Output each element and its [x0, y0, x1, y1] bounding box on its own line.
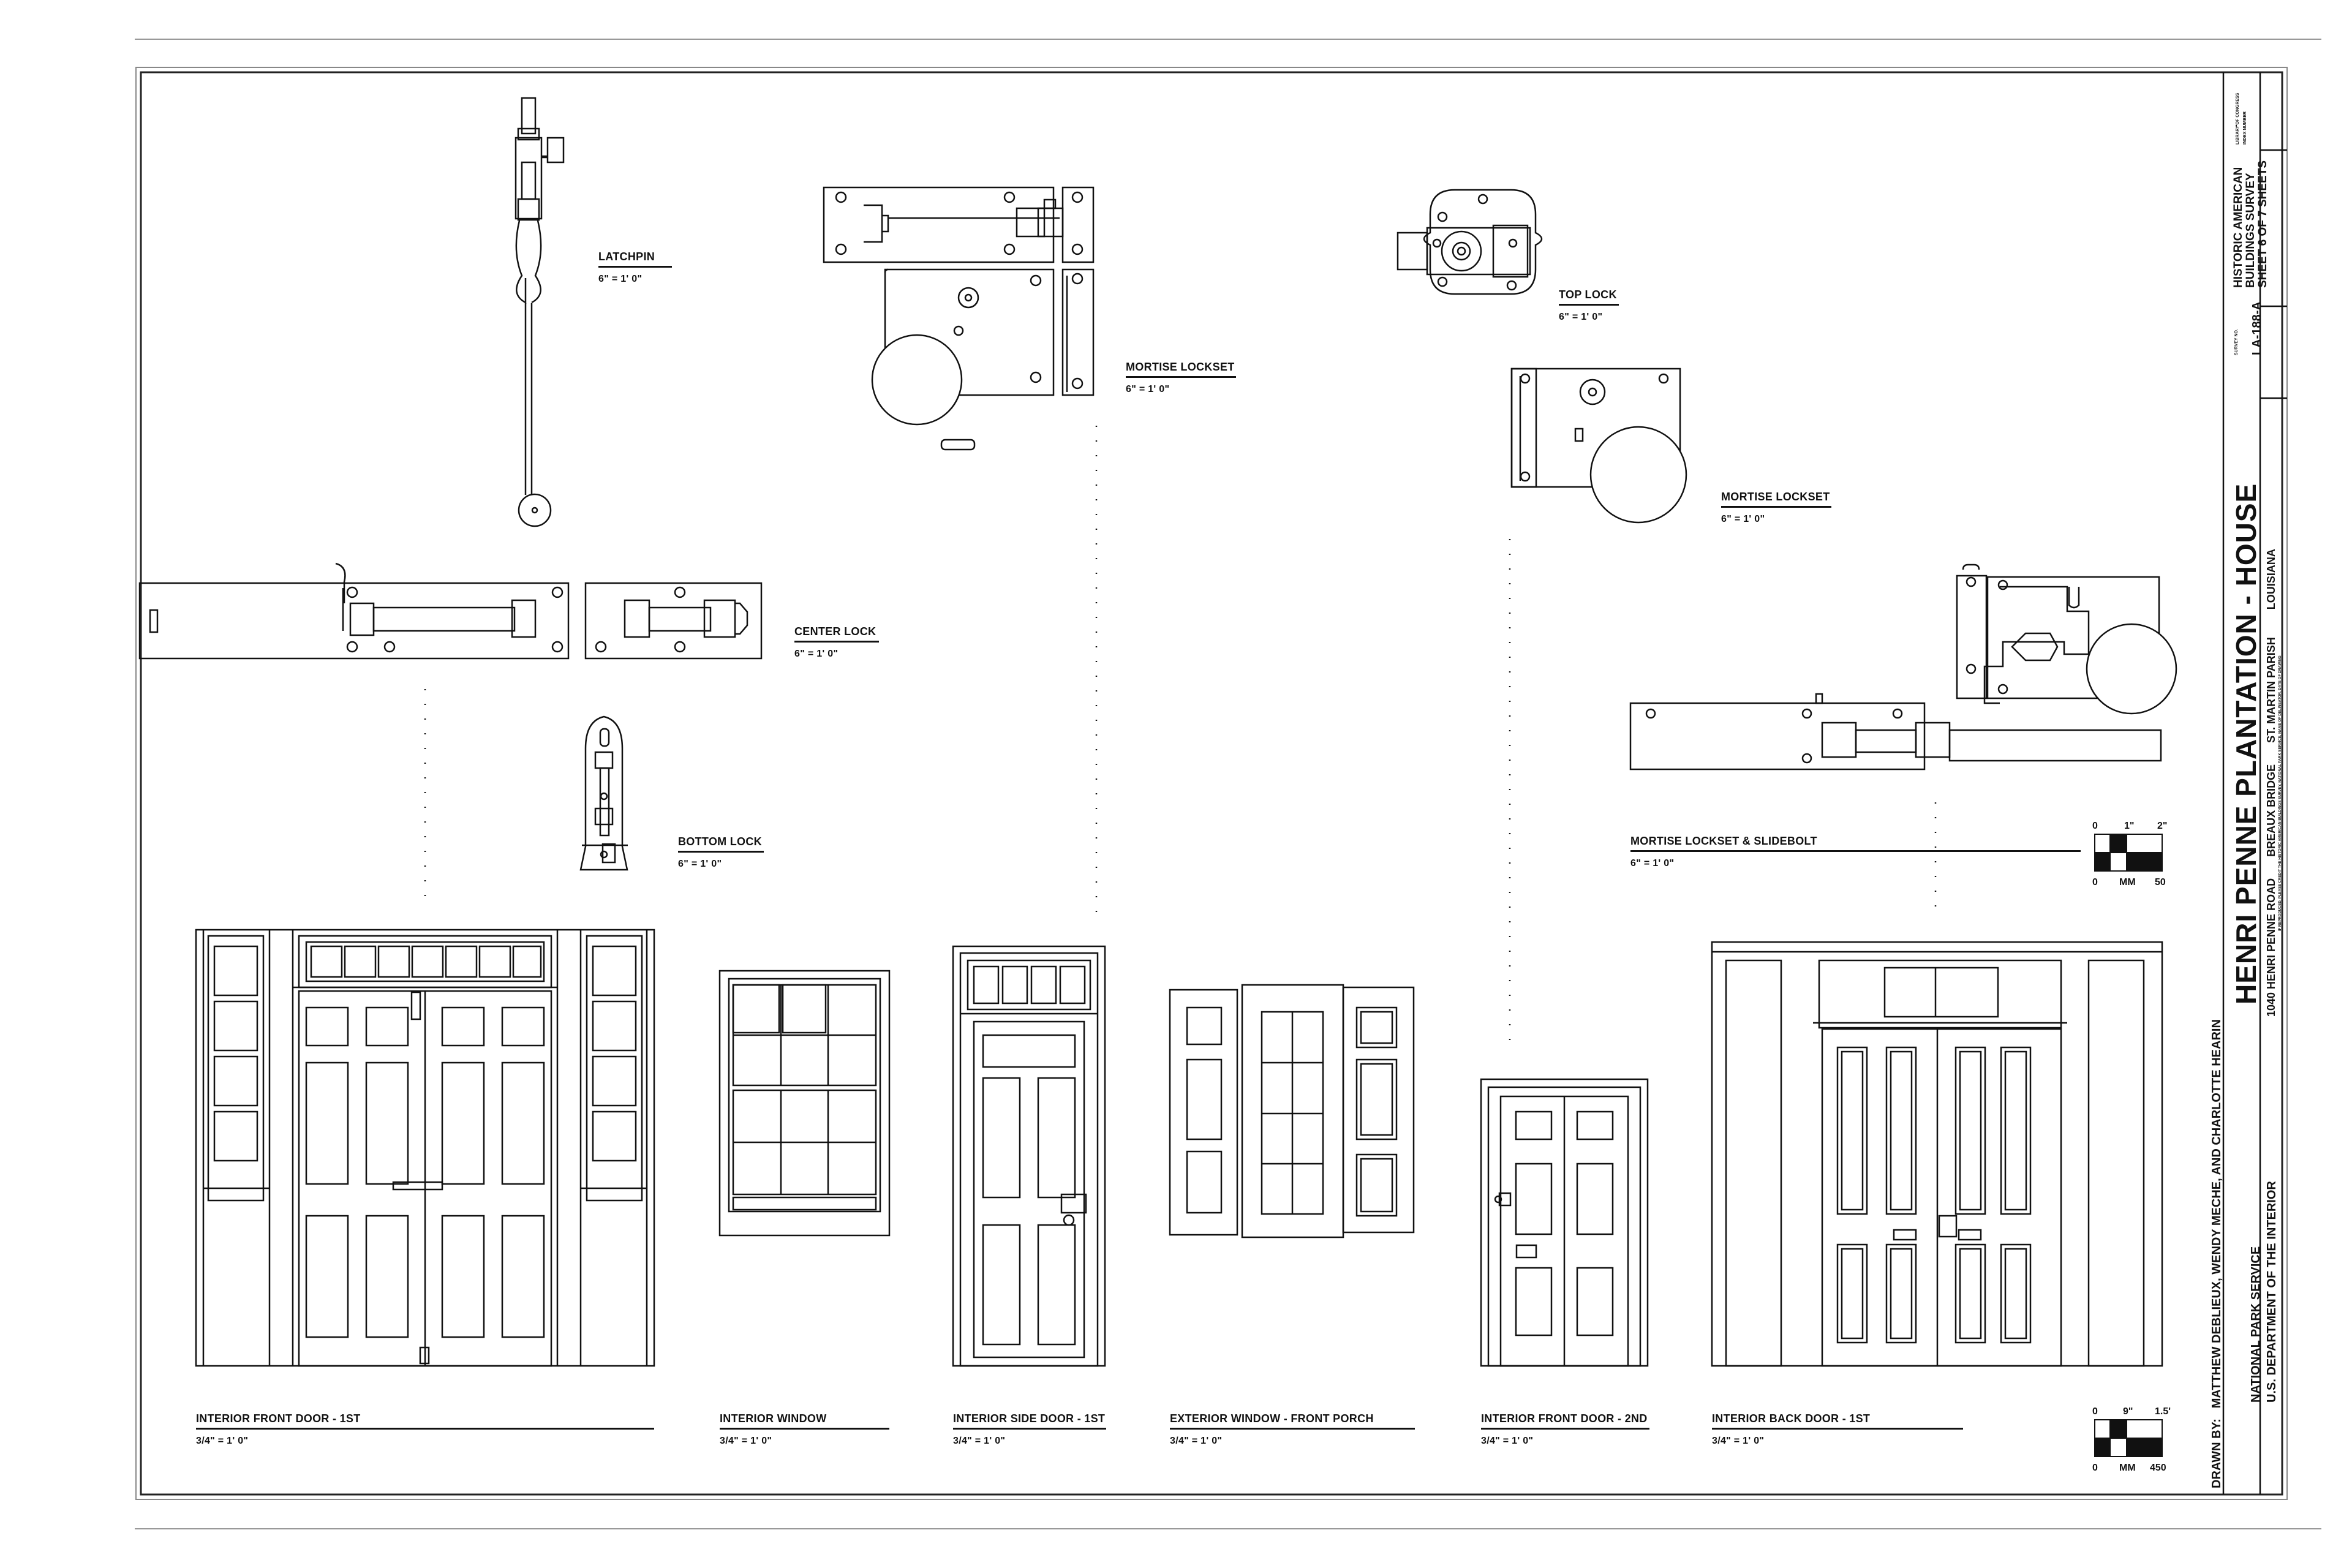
mortise-lockset-2-label: MORTISE LOCKSET 6" = 1' 0"	[1721, 490, 1831, 526]
lockset-slidebolt-scale: 6" = 1' 0"	[1630, 858, 1675, 869]
survey-line-1: HISTORIC AMERICAN	[2232, 167, 2245, 288]
sheet-number: SHEET 6 OF 7 SHEETS	[2256, 160, 2269, 288]
sb-large-bot-unit: MM	[2119, 1463, 2136, 1473]
address: 1040 HENRI PENNE ROAD	[2265, 878, 2277, 1017]
ext-window-title: EXTERIOR WINDOW - FRONT PORCH	[1170, 1412, 1415, 1430]
sb-large-top-2: 1.5'	[2155, 1406, 2171, 1417]
latchpin-scale: 6" = 1' 0"	[598, 274, 643, 284]
int-back-door-title: INTERIOR BACK DOOR - 1ST	[1712, 1412, 1963, 1430]
int-window-scale: 3/4" = 1' 0"	[720, 1436, 772, 1446]
sb-small-top-1: 1"	[2124, 821, 2135, 831]
city: BREAUX BRIDGE	[2265, 764, 2277, 857]
sb-large-top-0: 0	[2092, 1406, 2098, 1417]
survey-no-label: SURVEY NO.	[2234, 329, 2239, 355]
center-lock-label: CENTER LOCK 6" = 1' 0"	[794, 625, 879, 661]
int-window-label: INTERIOR WINDOW 3/4" = 1' 0"	[720, 1412, 889, 1448]
survey-number: LA-188-A	[2250, 301, 2264, 355]
sb-large-bot-max: 450	[2150, 1463, 2166, 1473]
latchpin-title: LATCHPIN	[598, 250, 672, 268]
lockset-slidebolt-drawing	[1629, 564, 2177, 771]
top-lock-title: TOP LOCK	[1559, 288, 1619, 306]
int-front-door-2nd-scale: 3/4" = 1' 0"	[1481, 1436, 1534, 1446]
lockset-slidebolt-label: MORTISE LOCKSET & SLIDEBOLT 6" = 1' 0"	[1630, 834, 2081, 870]
interior-front-door-2nd-drawing	[1480, 1078, 1649, 1367]
int-side-door-label: INTERIOR SIDE DOOR - 1ST 3/4" = 1' 0"	[953, 1412, 1106, 1448]
mortise-lockset-1-label: MORTISE LOCKSET 6" = 1' 0"	[1126, 360, 1236, 396]
sb-small-top-0: 0	[2092, 821, 2098, 831]
bottom-lock-label: BOTTOM LOCK 6" = 1' 0"	[678, 835, 764, 871]
mortise-lockset-1-title: MORTISE LOCKSET	[1126, 360, 1236, 378]
int-window-title: INTERIOR WINDOW	[720, 1412, 889, 1430]
drawn-by: DRAWN BY: MATTHEW DEBLIEUX, WENDY MECHE,…	[2210, 1019, 2224, 1488]
sb-small-bot-max: 50	[2155, 877, 2166, 888]
mortise-lockset-2-drawing	[1510, 368, 1687, 524]
center-lock-scale: 6" = 1' 0"	[794, 649, 839, 659]
int-front-door-1st-label: INTERIOR FRONT DOOR - 1ST 3/4" = 1' 0"	[196, 1412, 654, 1448]
latchpin-label: LATCHPIN 6" = 1' 0"	[598, 250, 672, 286]
sb-small-top-2: 2"	[2157, 821, 2168, 831]
drawn-by-label: DRAWN BY:	[2210, 1418, 2223, 1488]
bottom-lock-drawing	[579, 715, 628, 871]
int-front-door-1st-scale: 3/4" = 1' 0"	[196, 1436, 249, 1446]
center-lock-drawing	[138, 562, 763, 660]
int-front-door-2nd-label: INTERIOR FRONT DOOR - 2ND 3/4" = 1' 0"	[1481, 1412, 1649, 1448]
dotted-leaders	[424, 426, 1937, 1054]
lockset-slidebolt-title: MORTISE LOCKSET & SLIDEBOLT	[1630, 834, 2081, 852]
interior-window-drawing	[718, 970, 891, 1237]
exterior-window-drawing	[1169, 984, 1415, 1238]
ext-window-scale: 3/4" = 1' 0"	[1170, 1436, 1223, 1446]
title-block-frame	[2222, 72, 2287, 1494]
top-lock-label: TOP LOCK 6" = 1' 0"	[1559, 288, 1619, 324]
parish: ST. MARTIN PARISH	[2265, 637, 2277, 743]
sb-large-top-1: 9"	[2123, 1406, 2133, 1417]
drawn-by-names: MATTHEW DEBLIEUX, WENDY MECHE, AND CHARL…	[2210, 1019, 2223, 1409]
scale-bar-large-graphic	[2094, 1419, 2163, 1457]
sheet-border	[135, 39, 2321, 1529]
interior-side-door-drawing	[952, 945, 1106, 1367]
interior-back-door-drawing	[1711, 941, 2163, 1367]
mortise-lockset-2-scale: 6" = 1' 0"	[1721, 514, 1765, 524]
bottom-lock-title: BOTTOM LOCK	[678, 835, 764, 853]
state: LOUISIANA	[2265, 549, 2277, 610]
agency-2: U.S. DEPARTMENT OF THE INTERIOR	[2265, 1181, 2278, 1403]
latchpin-drawing	[514, 97, 565, 527]
int-back-door-scale: 3/4" = 1' 0"	[1712, 1436, 1765, 1446]
top-lock-scale: 6" = 1' 0"	[1559, 312, 1603, 322]
survey-line-2: BUILDINGS SURVEY	[2244, 173, 2257, 288]
project-title: HENRI PENNE PLANTATION - HOUSE	[2230, 483, 2262, 1005]
project-address-line: 1040 HENRI PENNE ROAD BREAUX BRIDGE ST. …	[2265, 549, 2278, 1017]
fine-print: IF REPRODUCED, PLEASE CREDIT THE HISTORI…	[2278, 655, 2282, 931]
loc-line-1: LIBRARY OF CONGRESS	[2236, 92, 2240, 145]
scale-bar-small-graphic	[2094, 834, 2163, 872]
int-back-door-label: INTERIOR BACK DOOR - 1ST 3/4" = 1' 0"	[1712, 1412, 1963, 1448]
mortise-lockset-1-scale: 6" = 1' 0"	[1126, 384, 1170, 394]
sb-large-bot-0: 0	[2092, 1463, 2098, 1473]
int-front-door-2nd-title: INTERIOR FRONT DOOR - 2ND	[1481, 1412, 1649, 1430]
int-side-door-title: INTERIOR SIDE DOOR - 1ST	[953, 1412, 1106, 1430]
sb-small-bot-0: 0	[2092, 877, 2098, 888]
ext-window-label: EXTERIOR WINDOW - FRONT PORCH 3/4" = 1' …	[1170, 1412, 1415, 1448]
loc-line-2: INDEX NUMBER	[2243, 111, 2247, 145]
mortise-lockset-2-title: MORTISE LOCKSET	[1721, 490, 1831, 508]
interior-front-door-1st-drawing	[195, 929, 655, 1367]
int-side-door-scale: 3/4" = 1' 0"	[953, 1436, 1006, 1446]
bottom-lock-scale: 6" = 1' 0"	[678, 859, 722, 869]
agency-1: NATIONAL PARK SERVICE	[2249, 1246, 2263, 1403]
top-lock-drawing	[1396, 189, 1543, 295]
mortise-lockset-1-drawing	[823, 186, 1095, 451]
int-front-door-1st-title: INTERIOR FRONT DOOR - 1ST	[196, 1412, 654, 1430]
sb-small-bot-unit: MM	[2119, 877, 2136, 888]
center-lock-title: CENTER LOCK	[794, 625, 879, 643]
